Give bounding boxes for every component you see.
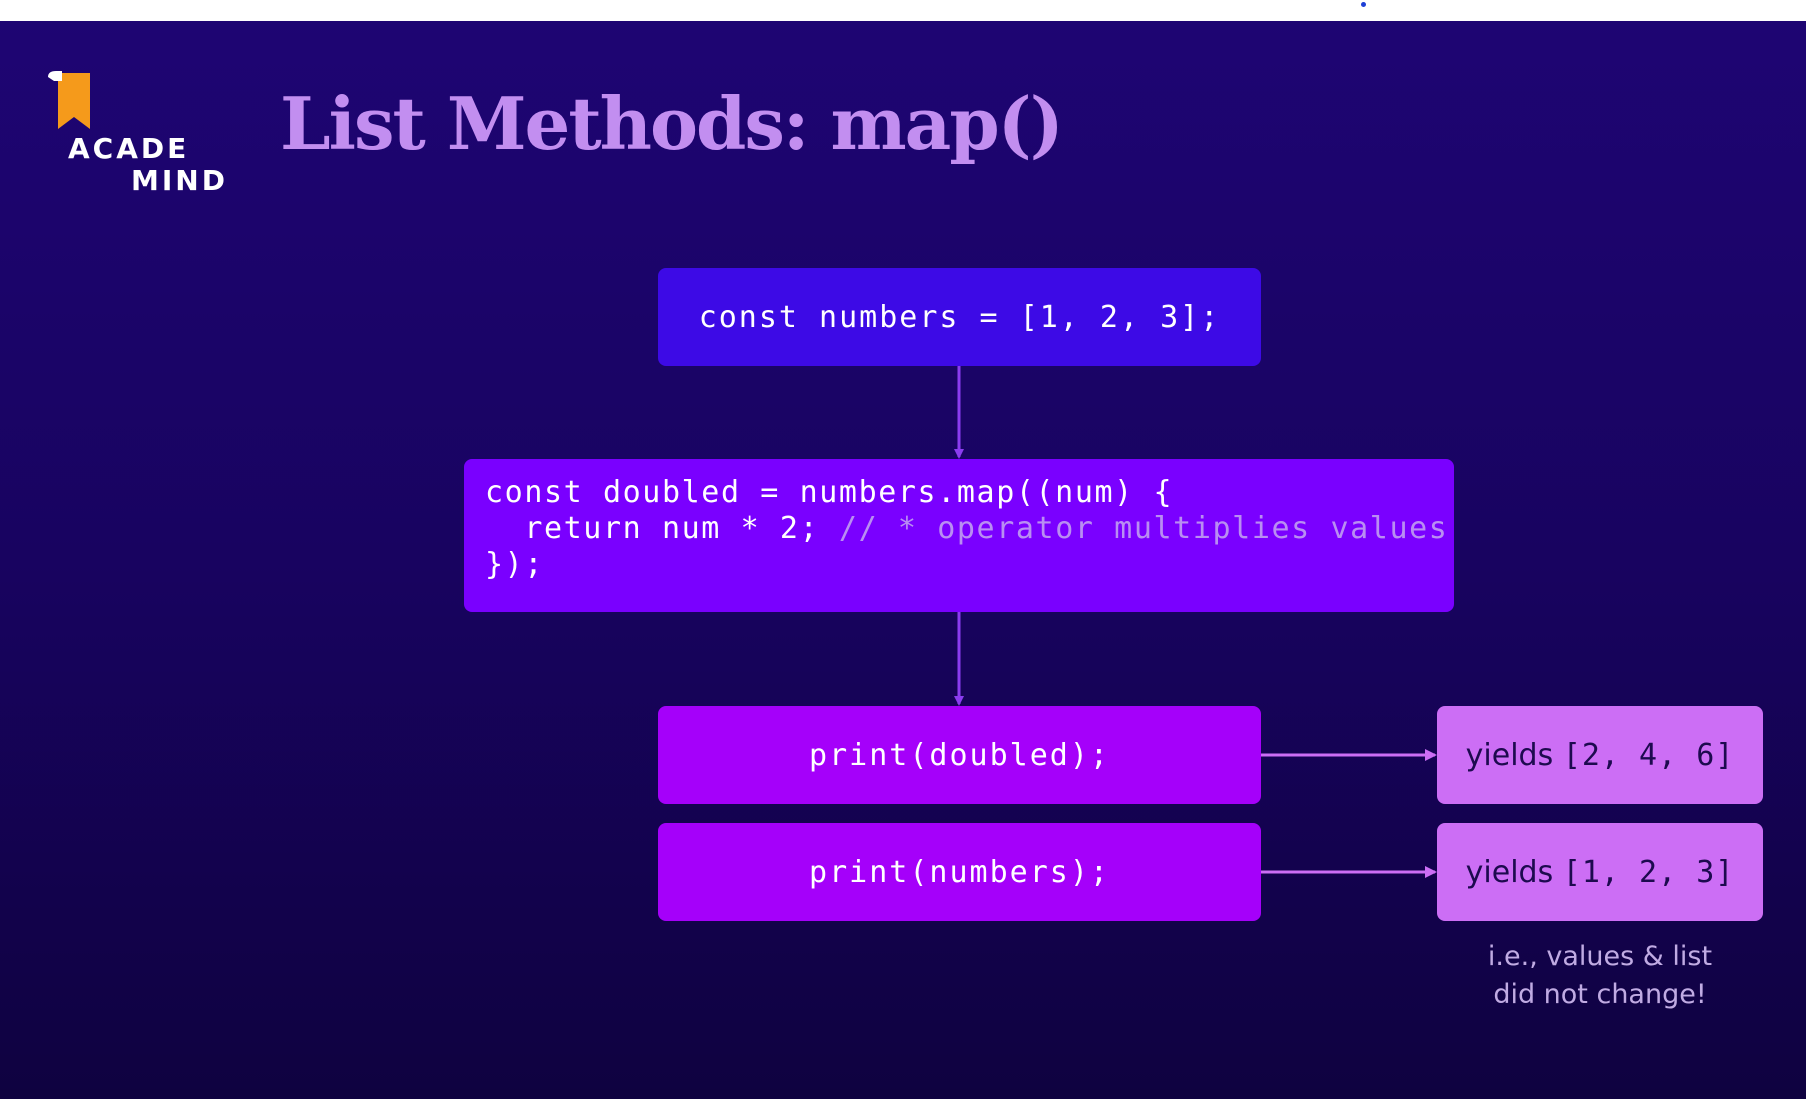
code-line-3: }); [485, 547, 544, 582]
result-yields-label: yields [1465, 737, 1563, 773]
code-box-numbers: const numbers = [1, 2, 3]; [658, 268, 1261, 366]
code-line-1: const doubled = numbers.map((num) { [485, 475, 1174, 510]
slide: ACADE MIND List Methods: map() const num… [0, 21, 1806, 1099]
top-indicator-dot [1361, 2, 1366, 7]
note-text: i.e., values & list did not change! [1437, 938, 1763, 1014]
result-value: [2, 4, 6] [1562, 737, 1735, 773]
code-comment: // * operator multiplies values [838, 511, 1449, 546]
academind-bookmark-icon [48, 71, 90, 129]
code-line-2: return num * 2; // * operator multiplies… [485, 511, 1454, 547]
code-box-map: const doubled = numbers.map((num) { retu… [464, 459, 1454, 612]
logo-text-acade: ACADE [68, 132, 190, 165]
academind-logo: ACADE MIND [48, 71, 238, 195]
code-return-statement: return num * 2; [485, 511, 839, 546]
result-yields-label: yields [1465, 854, 1563, 890]
code-box-print-doubled: print(doubled); [658, 706, 1261, 804]
result-box-doubled: yields [2, 4, 6] [1437, 706, 1763, 804]
logo-text-mind: MIND [131, 164, 228, 197]
result-box-numbers: yields [1, 2, 3] [1437, 823, 1763, 921]
result-value: [1, 2, 3] [1562, 854, 1735, 890]
slide-title: List Methods: map() [280, 81, 1064, 166]
note-line-1: i.e., values & list [1487, 941, 1713, 972]
note-line-2: did not change! [1493, 979, 1707, 1010]
code-box-print-numbers: print(numbers); [658, 823, 1261, 921]
